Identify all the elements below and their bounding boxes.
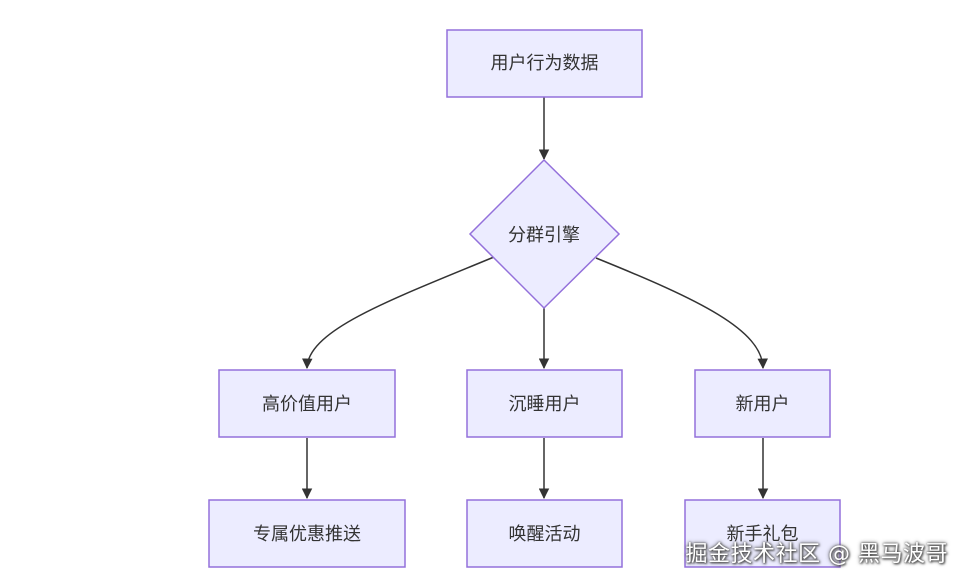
node-reactivation-campaign: 唤醒活动 [466, 499, 623, 568]
node-new-users: 新用户 [694, 369, 831, 438]
node-label: 分群引擎 [508, 225, 580, 246]
node-label: 用户行为数据 [491, 53, 599, 74]
node-exclusive-offer: 专属优惠推送 [208, 499, 406, 568]
node-newbie-gift: 新手礼包 [684, 499, 841, 568]
node-label: 沉睡用户 [509, 394, 581, 415]
node-label: 新手礼包 [727, 524, 799, 545]
node-label: 专属优惠推送 [253, 524, 361, 545]
node-dormant-users: 沉睡用户 [466, 369, 623, 438]
edge-decision-to-new-user [595, 257, 768, 370]
watermark: 掘金技术社区 @ 黑马波哥 [685, 542, 948, 567]
edge-decision-to-high-value [302, 256, 495, 370]
node-label: 高价值用户 [262, 394, 352, 415]
node-label: 新用户 [736, 394, 790, 415]
node-segmentation-engine: 分群引擎 [468, 158, 621, 310]
node-label: 唤醒活动 [509, 524, 581, 545]
node-high-value-users: 高价值用户 [218, 369, 396, 438]
node-user-behavior-data: 用户行为数据 [446, 29, 643, 98]
